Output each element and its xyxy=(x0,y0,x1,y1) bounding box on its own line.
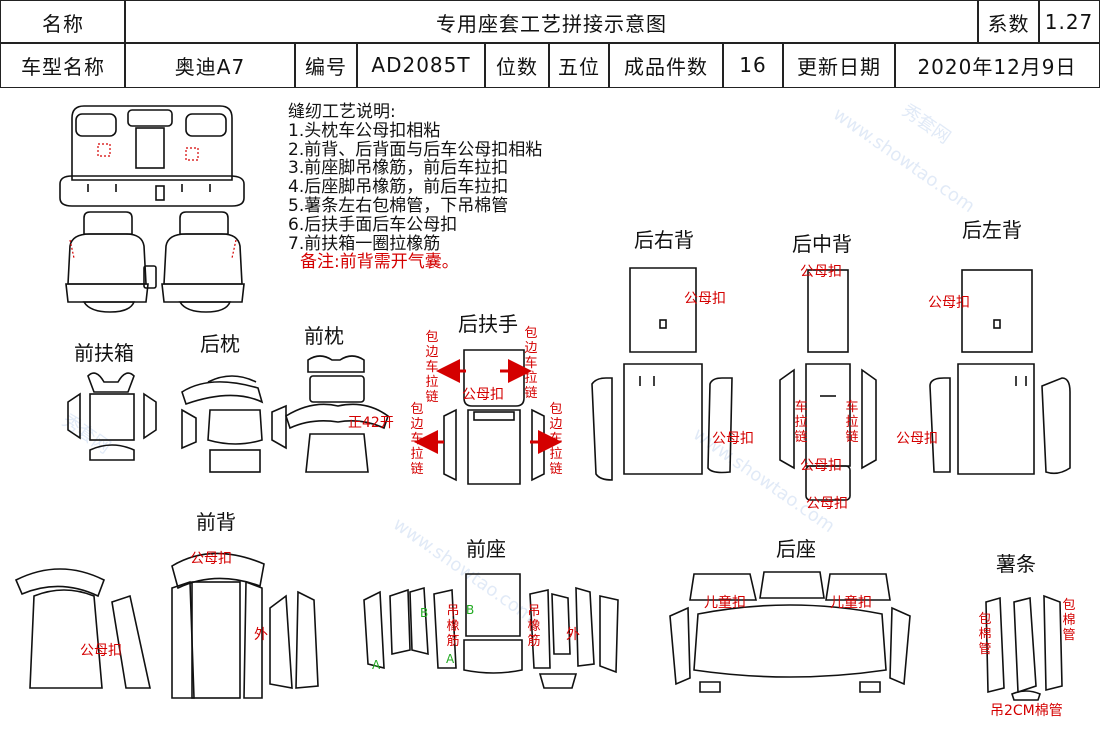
annot-snap: 公母扣 xyxy=(462,387,504,403)
note-item: 4.后座脚吊橡筋，前后车拉扣 xyxy=(288,177,509,198)
rear-mid-back-pieces xyxy=(779,269,877,501)
coef-value: 1.27 xyxy=(1038,0,1100,44)
rear-pillow-pieces xyxy=(181,375,287,473)
annot-snap: 公母扣 xyxy=(806,496,848,512)
date-label: 更新日期 xyxy=(782,42,896,88)
front-pillow-pieces xyxy=(285,355,389,473)
pattern-drawing xyxy=(14,105,1071,701)
rear-left-back-pieces xyxy=(929,269,1071,475)
annot-edge-zip: 包边车拉链 xyxy=(410,402,424,477)
annot-zip: 车拉链 xyxy=(794,400,808,445)
marker-b: B xyxy=(466,603,475,617)
annot-zip: 车拉链 xyxy=(845,400,859,445)
annot-snap: 公母扣 xyxy=(800,264,842,280)
annot-child-snap: 儿童扣 xyxy=(704,595,746,611)
rear-right-back-pieces xyxy=(591,267,733,481)
diagram-title: 专用座套工艺拼接示意图 xyxy=(124,0,979,44)
label-rear-seat: 后座 xyxy=(776,537,816,561)
front-back-pieces xyxy=(14,552,319,699)
annot-edge-zip: 包边车拉链 xyxy=(549,402,563,477)
note-item: 5.薯条左右包棉管，下吊棉管 xyxy=(288,195,509,216)
annot-outer: 外 xyxy=(254,627,268,643)
annot-snap: 公母扣 xyxy=(712,431,754,447)
front-seat-pieces xyxy=(363,573,619,689)
label-rear-armrest: 后扶手 xyxy=(458,312,518,336)
annot-wrap-tube: 包棉管 xyxy=(1062,598,1076,643)
front-armbox-pieces xyxy=(67,372,157,461)
seats-value: 五位 xyxy=(548,42,610,88)
coef-label: 系数 xyxy=(977,0,1040,44)
fries-pieces xyxy=(985,594,1063,701)
sewing-notes: 缝纫工艺说明: 1.头枕车公母扣相粘 2.前背、后背面与后车公母扣相粘 3.前座… xyxy=(288,103,542,272)
label-front-seat: 前座 xyxy=(466,537,506,561)
label-rear-left-back: 后左背 xyxy=(962,218,1022,242)
note-item: 7.前扶箱一圈拉橡筋 xyxy=(288,233,441,254)
model-label: 车型名称 xyxy=(0,42,126,88)
rear-seat-pieces xyxy=(669,571,911,693)
annot-edge-zip: 包边车拉链 xyxy=(524,326,538,401)
annot-snap: 公母扣 xyxy=(190,551,232,567)
date-value: 2020年12月9日 xyxy=(894,42,1100,88)
header-table: 名称 专用座套工艺拼接示意图 系数 1.27 车型名称 奥迪A7 编号 AD20… xyxy=(0,0,1100,88)
annot-child-snap: 儿童扣 xyxy=(830,595,872,611)
marker-a: A xyxy=(446,652,455,666)
note-item: 2.前背、后背面与后车公母扣相粘 xyxy=(288,139,543,160)
car-overview-rear xyxy=(59,105,245,207)
note-item: 1.头枕车公母扣相粘 xyxy=(288,120,441,141)
name-label: 名称 xyxy=(0,0,126,44)
notes-title: 缝纫工艺说明: xyxy=(288,102,396,122)
annot-front-split: 正42开 xyxy=(348,415,394,431)
marker-b: B xyxy=(420,606,429,620)
label-front-pillow: 前枕 xyxy=(304,324,344,348)
label-rear-pillow: 后枕 xyxy=(200,332,240,356)
annot-edge-zip: 包边车拉链 xyxy=(425,330,439,405)
pieces-label: 成品件数 xyxy=(608,42,724,88)
label-rear-right-back: 后右背 xyxy=(634,228,694,252)
pieces-value: 16 xyxy=(722,42,784,88)
annot-hang-elastic: 吊橡筋 xyxy=(446,604,460,649)
seats-label: 位数 xyxy=(484,42,550,88)
annot-wrap-tube: 包棉管 xyxy=(978,612,992,657)
notes-remark: 备注:前背需开气囊。 xyxy=(300,252,459,273)
code-value: AD2085T xyxy=(356,42,486,88)
label-front-back: 前背 xyxy=(196,510,236,534)
label-fries: 薯条 xyxy=(996,552,1036,576)
car-overview-front xyxy=(65,211,245,313)
label-front-armbox: 前扶箱 xyxy=(74,341,134,365)
annot-hang-elastic: 吊橡筋 xyxy=(527,604,541,649)
annot-outer: 外 xyxy=(566,627,580,643)
label-rear-mid-back: 后中背 xyxy=(792,232,852,256)
note-item: 3.前座脚吊橡筋，前后车拉扣 xyxy=(288,158,509,179)
annot-hang-tube: 吊2CM棉管 xyxy=(990,703,1063,719)
code-label: 编号 xyxy=(294,42,358,88)
annot-snap: 公母扣 xyxy=(684,291,726,307)
model-value: 奥迪A7 xyxy=(124,42,296,88)
annot-snap: 公母扣 xyxy=(896,431,938,447)
rear-armrest-pieces xyxy=(414,349,562,485)
note-item: 6.后扶手面后车公母扣 xyxy=(288,214,458,235)
annot-snap: 公母扣 xyxy=(928,295,970,311)
annot-snap: 公母扣 xyxy=(80,643,122,659)
annot-snap: 公母扣 xyxy=(800,458,842,474)
marker-a: A xyxy=(372,658,381,672)
